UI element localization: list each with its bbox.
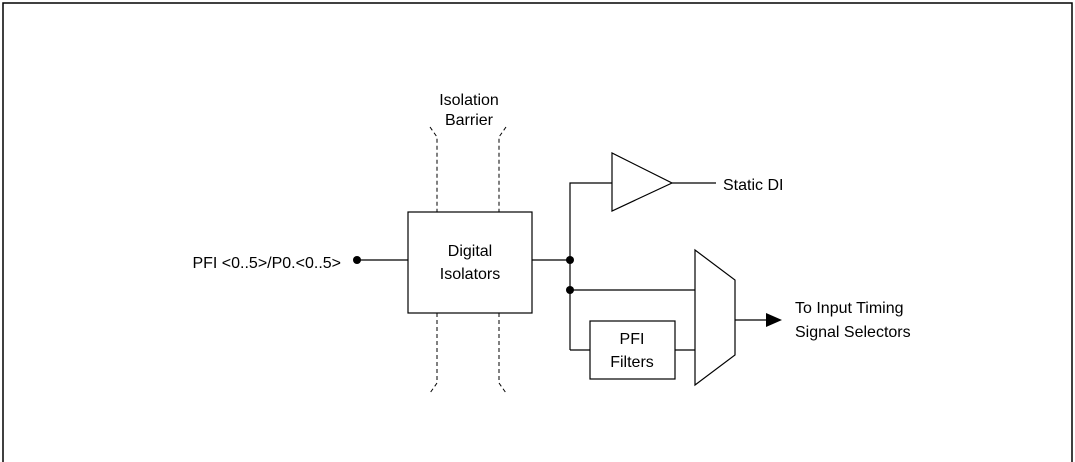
pfi-filters-label-line1: PFI	[620, 331, 645, 348]
bus-to-buffer-wire	[569, 182, 612, 350]
pfi-filters-block	[589, 320, 676, 380]
digital-isolators-block	[407, 211, 533, 314]
barrier-right-line-bottom	[498, 313, 507, 394]
output-arrowhead	[766, 313, 782, 327]
input-label: PFI <0..5>/P0.<0..5>	[192, 255, 341, 272]
timing-output-label-line1: To Input Timing	[795, 300, 904, 317]
pfi-filters-label-line2: Filters	[610, 354, 654, 371]
barrier-label-line2: Barrier	[445, 112, 494, 129]
junction-dot-upper	[566, 256, 574, 264]
barrier-label-line1: Isolation	[439, 92, 499, 109]
static-di-label: Static DI	[723, 177, 783, 194]
barrier-left-line-bottom	[429, 313, 438, 394]
timing-output-label-line2: Signal Selectors	[795, 324, 911, 341]
barrier-right-line-top	[498, 126, 507, 212]
multiplexer	[694, 248, 736, 387]
signal-wires	[532, 182, 766, 351]
digital-isolators-label-line1: Digital	[448, 243, 492, 260]
barrier-left-line-top	[429, 126, 438, 212]
static-di-buffer	[611, 152, 674, 212]
isolation-barrier	[429, 126, 507, 394]
digital-isolators-label-line2: Isolators	[440, 266, 500, 283]
junction-dot-lower	[566, 286, 574, 294]
